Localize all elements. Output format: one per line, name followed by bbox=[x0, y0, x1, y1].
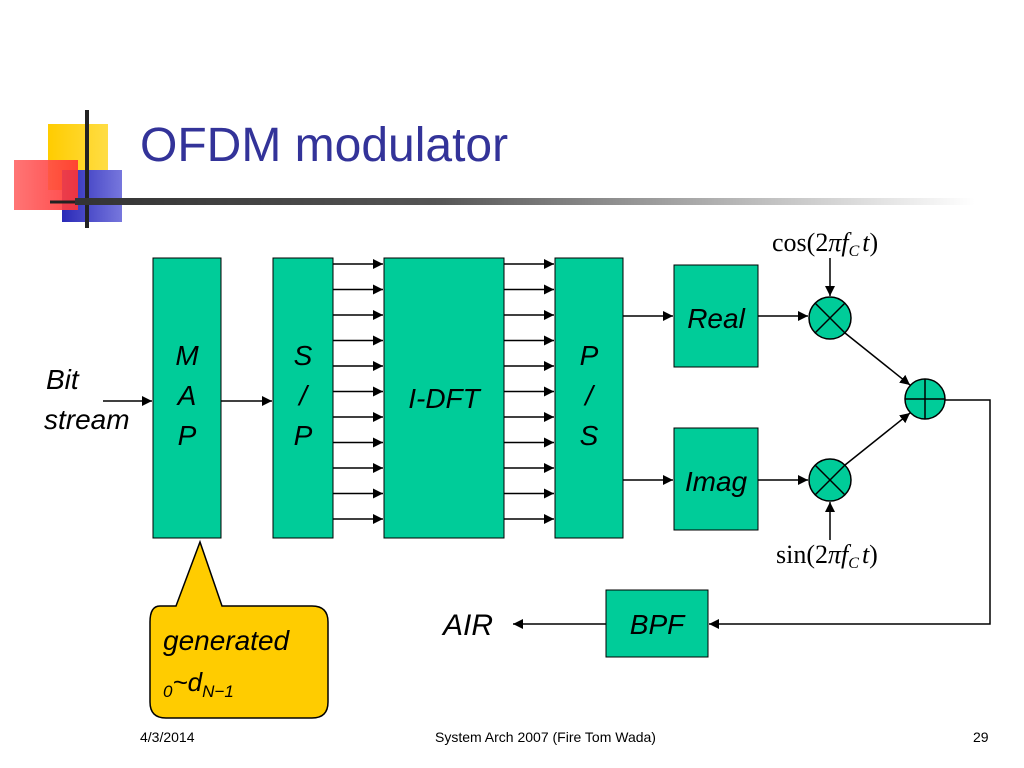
idft-label: I-DFT bbox=[408, 383, 481, 414]
ps-label-s: S bbox=[580, 420, 599, 451]
arrow-top-mixer-to-adder bbox=[844, 332, 911, 386]
slide-title: OFDM modulator bbox=[140, 119, 509, 172]
bit-stream-label-line2: stream bbox=[44, 404, 130, 435]
map-label-p: P bbox=[178, 420, 197, 451]
ps-label-slash: / bbox=[583, 380, 596, 411]
map-label-a: A bbox=[176, 380, 197, 411]
map-block bbox=[152, 257, 222, 539]
idft-block bbox=[383, 257, 505, 539]
ps-label-p: P bbox=[580, 340, 599, 371]
arrow-adder-to-bpf bbox=[709, 399, 991, 629]
callout-line1: generated bbox=[163, 625, 291, 656]
adder-icon bbox=[904, 378, 946, 420]
map-label-m: M bbox=[175, 340, 199, 371]
sp-to-idft-parallel-arrows bbox=[333, 259, 383, 524]
mixer-top-icon bbox=[808, 296, 852, 340]
footer-date: 4/3/2014 bbox=[140, 729, 195, 745]
ps-block bbox=[554, 257, 624, 539]
footer-page-number: 29 bbox=[973, 729, 989, 745]
imag-label: Imag bbox=[685, 466, 748, 497]
footer-center-text: System Arch 2007 (Fire Tom Wada) bbox=[435, 729, 656, 745]
generated-callout bbox=[149, 539, 329, 719]
callout-line2: 0~dN−1 bbox=[163, 667, 234, 701]
sp-block bbox=[272, 257, 334, 539]
bpf-label: BPF bbox=[630, 609, 686, 640]
bit-stream-label-line1: Bit bbox=[46, 364, 80, 395]
sp-label-slash: / bbox=[297, 380, 310, 411]
idft-to-ps-parallel-arrows bbox=[504, 259, 554, 524]
sp-label-s: S bbox=[294, 340, 313, 371]
real-block bbox=[673, 264, 759, 368]
real-label: Real bbox=[687, 303, 745, 334]
arrow-bottom-mixer-to-adder bbox=[844, 412, 911, 466]
air-label: AIR bbox=[441, 609, 493, 642]
sp-label-p: P bbox=[294, 420, 313, 451]
title-underline bbox=[75, 198, 975, 205]
imag-block bbox=[673, 427, 759, 531]
mixer-bottom-icon bbox=[808, 458, 852, 502]
